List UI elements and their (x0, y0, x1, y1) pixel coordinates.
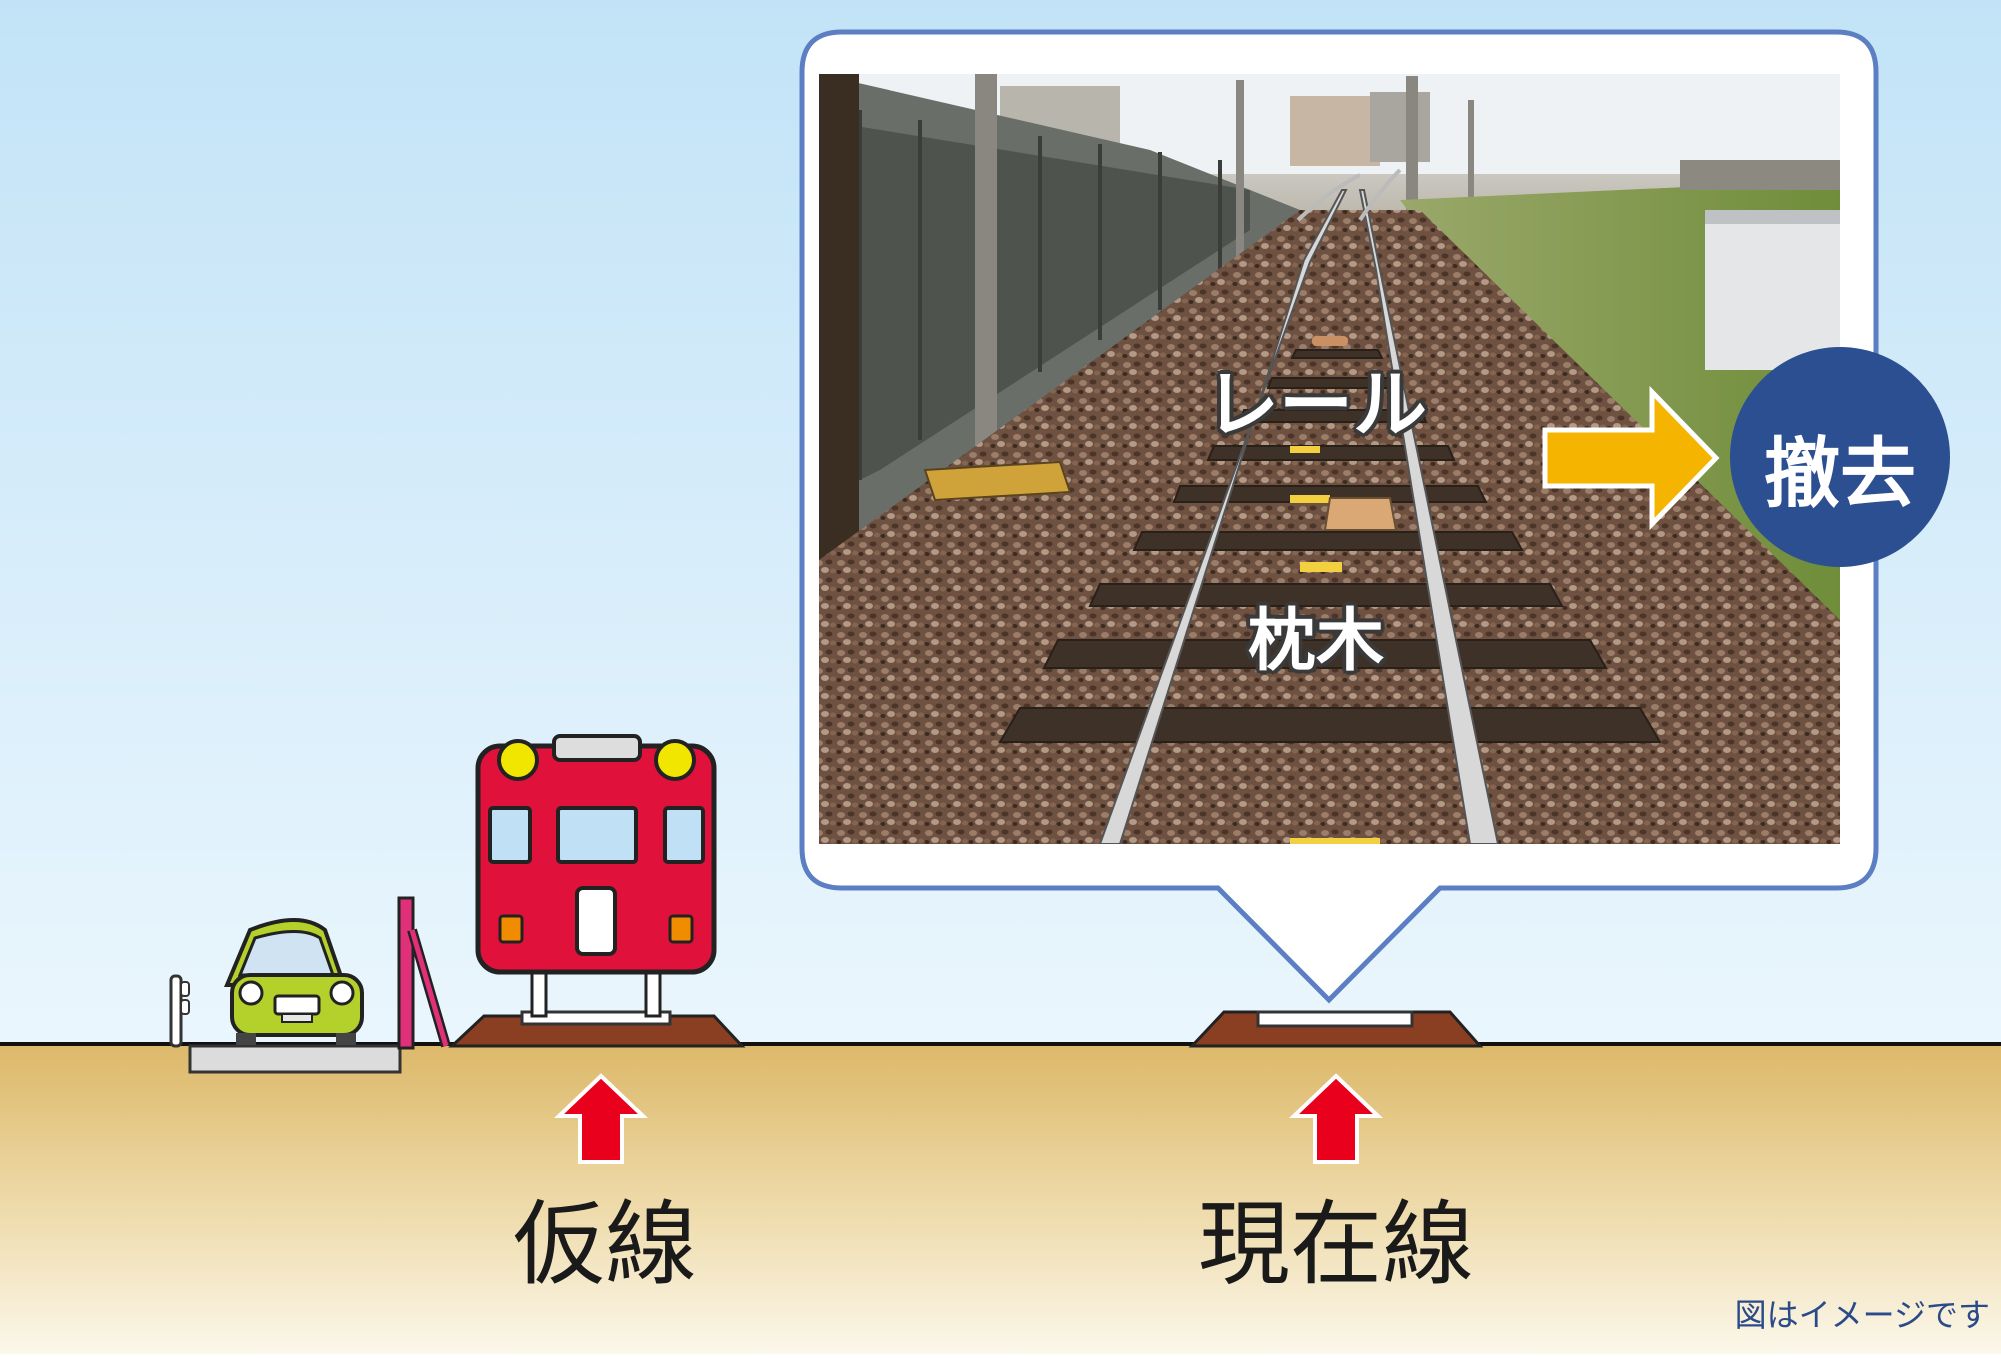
road-slab (188, 1044, 402, 1074)
disclaimer-text: 図はイメージです (1734, 1296, 1990, 1334)
current-rail (1256, 1010, 1414, 1028)
car-icon (223, 918, 364, 1045)
temporary-rail (520, 1010, 672, 1026)
current-track-label: 現在線 (1197, 1191, 1474, 1298)
rail-label: レール (1205, 362, 1427, 448)
removal-label: 撤去 (1764, 429, 1916, 518)
train-icon (475, 734, 717, 1018)
arrow-up-icon (1289, 1073, 1383, 1164)
removal-arrow-icon (1542, 385, 1720, 531)
ground (0, 1044, 2001, 1354)
roadside-post-icon (169, 974, 190, 1048)
temporary-track-label: 仮線 (512, 1191, 697, 1298)
arrow-up-icon (554, 1073, 648, 1164)
sleeper-label: 枕木 (1248, 602, 1385, 681)
removal-circle (1730, 347, 1950, 567)
fence-icon (397, 896, 451, 1050)
